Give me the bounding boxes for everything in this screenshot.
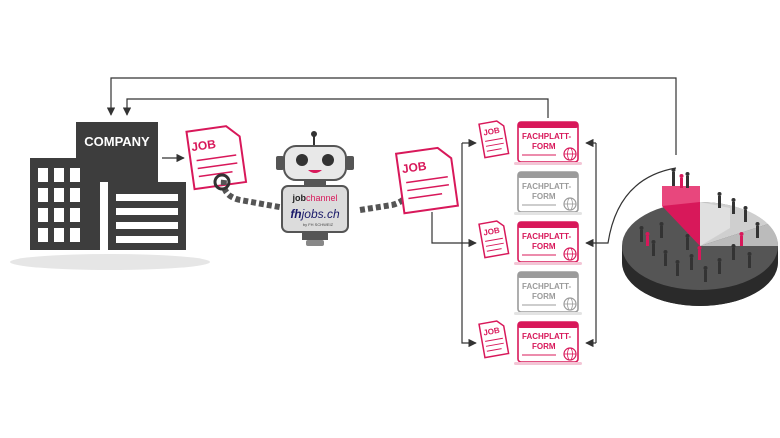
globe-icon <box>563 297 577 311</box>
job-document-icon: JOB <box>394 146 460 215</box>
platform-label-line2: FORM <box>532 342 556 351</box>
platform-card: FACHPLATT-FORM <box>514 271 582 315</box>
platform-label-line2: FORM <box>532 242 556 251</box>
distribution-arrows <box>431 138 477 348</box>
job-document-icon: JOB <box>185 125 248 191</box>
platform-label-line2: FORM <box>532 292 556 301</box>
platform-label-line1: FACHPLATT- <box>522 332 572 341</box>
platform-window-icon: FACHPLATT-FORM <box>517 321 579 363</box>
job-label: JOB <box>483 226 501 238</box>
platform-label-line1: FACHPLATT- <box>522 132 572 141</box>
return-arrows <box>585 138 677 348</box>
brand-jobchannel: jobchannel <box>291 193 337 203</box>
platform-card: FACHPLATT-FORM <box>514 171 582 215</box>
people-figures <box>639 168 760 282</box>
company-building: COMPANY <box>10 122 210 270</box>
robot-icon: jobchannel fhjobs.ch by FH SCHWEIZ <box>213 131 419 246</box>
company-label: COMPANY <box>84 134 150 149</box>
platform-card: JOB FACHPLATT-FORM <box>478 220 582 265</box>
platform-label-line1: FACHPLATT- <box>522 232 572 241</box>
globe-icon <box>563 147 577 161</box>
feedback-loop-arrows <box>106 77 677 155</box>
brand-fhjobs: fhjobs.ch <box>290 207 340 221</box>
job-label: JOB <box>483 326 501 338</box>
job-document-icon: JOB <box>478 120 510 159</box>
platform-card: JOB FACHPLATT-FORM <box>478 120 582 165</box>
job-document-icon: JOB <box>478 220 510 259</box>
job-label: JOB <box>483 126 501 138</box>
svg-text:JOB: JOB <box>401 159 428 176</box>
platform-window-icon: FACHPLATT-FORM <box>517 121 579 163</box>
platform-window-icon: FACHPLATT-FORM <box>517 271 579 313</box>
audience-pie-icon <box>622 168 779 306</box>
globe-icon <box>563 247 577 261</box>
platform-label-line2: FORM <box>532 192 556 201</box>
platform-window-icon: FACHPLATT-FORM <box>517 171 579 213</box>
globe-icon <box>563 197 577 211</box>
svg-text:JOB: JOB <box>190 137 217 154</box>
platform-window-icon: FACHPLATT-FORM <box>517 221 579 263</box>
platform-card: JOB FACHPLATT-FORM <box>478 320 582 365</box>
brand-sub: by FH SCHWEIZ <box>303 222 334 227</box>
platform-label-line1: FACHPLATT- <box>522 282 572 291</box>
job-document-icon: JOB <box>478 320 510 359</box>
building-windows <box>38 168 178 243</box>
platform-label-line1: FACHPLATT- <box>522 182 572 191</box>
globe-icon <box>563 347 577 361</box>
platform-label-line2: FORM <box>532 142 556 151</box>
